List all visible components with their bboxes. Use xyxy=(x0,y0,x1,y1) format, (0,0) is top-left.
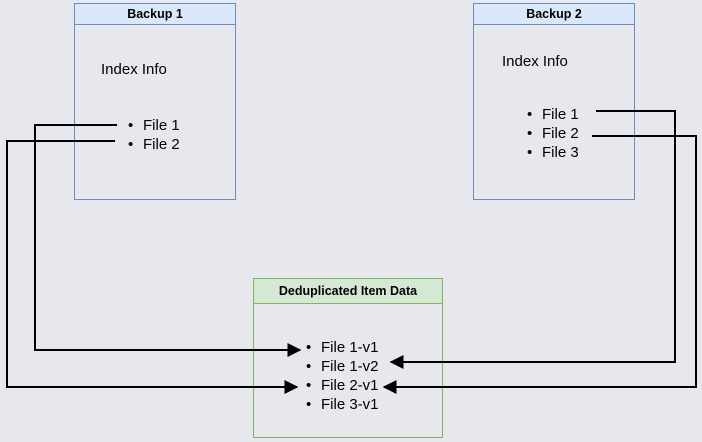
backup1-title: Backup 1 xyxy=(75,4,235,25)
backup1-file-list: • File 1 • File 2 xyxy=(128,116,180,154)
dedup-file2-v1-label: File 2-v1 xyxy=(321,377,379,394)
bullet-icon: • xyxy=(306,377,312,394)
bullet-icon: • xyxy=(128,136,134,153)
backup2-file3-label: File 3 xyxy=(542,144,579,161)
dedup-file3-v1-label: File 3-v1 xyxy=(321,396,379,413)
dedup-file-list: • File 1-v1 • File 1-v2 • File 2-v1 • File 3… xyxy=(306,338,379,414)
backup2-title: Backup 2 xyxy=(474,4,634,25)
backup2-box: Backup 2 Index Info • File 1 • File 2 • Fil… xyxy=(473,3,635,200)
backup2-file1-label: File 1 xyxy=(542,106,579,123)
backup1-index-info-label: Index Info xyxy=(101,61,167,78)
dedup-file1-v1: • File 1-v1 xyxy=(306,338,379,357)
bullet-icon: • xyxy=(527,106,533,123)
bullet-icon: • xyxy=(527,144,533,161)
backup2-file3: • File 3 xyxy=(527,143,579,162)
dedup-box: Deduplicated Item Data • File 1-v1 • File … xyxy=(253,278,443,438)
backup2-file2: • File 2 xyxy=(527,124,579,143)
backup1-file2: • File 2 xyxy=(128,135,180,154)
backup2-file-list: • File 1 • File 2 • File 3 xyxy=(527,105,579,162)
bullet-icon: • xyxy=(306,358,312,375)
dedup-file3-v1: • File 3-v1 xyxy=(306,395,379,414)
bullet-icon: • xyxy=(306,396,312,413)
dedup-file1-v1-label: File 1-v1 xyxy=(321,339,379,356)
backup1-file2-label: File 2 xyxy=(143,136,180,153)
backup1-file1-label: File 1 xyxy=(143,117,180,134)
backup2-index-info-label: Index Info xyxy=(502,53,568,70)
dedup-file1-v2-label: File 1-v2 xyxy=(321,358,379,375)
backup2-file1: • File 1 xyxy=(527,105,579,124)
backup1-box: Backup 1 Index Info • File 1 • File 2 xyxy=(74,3,236,200)
backup1-file1: • File 1 xyxy=(128,116,180,135)
bullet-icon: • xyxy=(306,339,312,356)
bullet-icon: • xyxy=(527,125,533,142)
dedup-file2-v1: • File 2-v1 xyxy=(306,376,379,395)
dedup-file1-v2: • File 1-v2 xyxy=(306,357,379,376)
dedup-title: Deduplicated Item Data xyxy=(254,279,442,304)
bullet-icon: • xyxy=(128,117,134,134)
backup2-file2-label: File 2 xyxy=(542,125,579,142)
